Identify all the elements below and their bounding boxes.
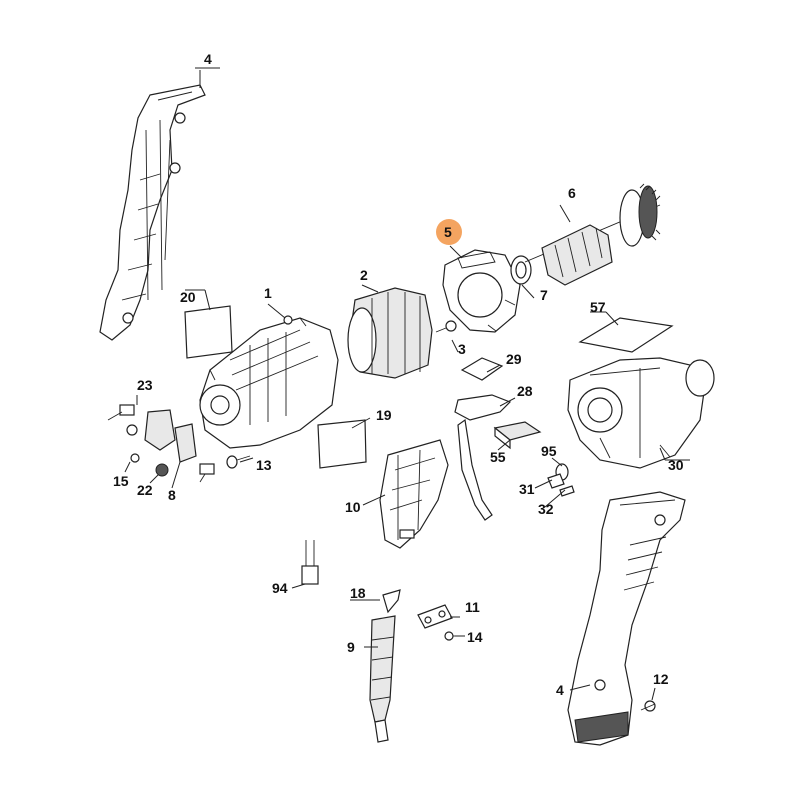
callout-15: 15 bbox=[113, 473, 129, 489]
field-stator bbox=[347, 287, 433, 379]
screw-3 bbox=[435, 320, 457, 333]
callout-95: 95 bbox=[541, 443, 557, 459]
callout-94: 94 bbox=[272, 580, 288, 596]
callout-30: 30 bbox=[668, 457, 684, 473]
callout-31: 31 bbox=[519, 481, 535, 497]
callout-4-bottom: 4 bbox=[556, 682, 564, 698]
callout-22: 22 bbox=[137, 482, 153, 498]
gear-housing-30 bbox=[567, 357, 715, 469]
callout-1: 1 bbox=[264, 285, 272, 301]
callout-11: 11 bbox=[465, 599, 480, 615]
callout-3: 3 bbox=[458, 341, 466, 357]
callout-2: 2 bbox=[360, 267, 368, 283]
callout-28: 28 bbox=[517, 383, 533, 399]
callout-10: 10 bbox=[345, 499, 361, 515]
callout-7: 7 bbox=[540, 287, 548, 303]
brush-holder-group bbox=[107, 404, 215, 483]
housing-half-top bbox=[99, 84, 206, 341]
cord-guard-18-9 bbox=[369, 589, 401, 743]
callout-19: 19 bbox=[376, 407, 392, 423]
callout-20: 20 bbox=[180, 289, 196, 305]
motor-housing bbox=[199, 315, 339, 449]
small-parts-95-31-32 bbox=[547, 463, 575, 497]
label-pad-19 bbox=[317, 419, 367, 469]
armature-6 bbox=[524, 183, 661, 286]
callout-5: 5 bbox=[444, 224, 452, 240]
callout-32: 32 bbox=[538, 501, 554, 517]
screw-13 bbox=[226, 455, 251, 469]
leader-lines bbox=[124, 67, 690, 701]
bearing-7 bbox=[510, 255, 532, 285]
handle-half-bottom bbox=[567, 491, 686, 746]
callout-57: 57 bbox=[590, 299, 606, 315]
callout-13: 13 bbox=[256, 457, 272, 473]
callout-14: 14 bbox=[467, 629, 483, 645]
callout-highlight bbox=[436, 219, 462, 245]
callout-labels: 4 1 2 3 5 6 7 20 57 29 28 55 95 31 32 30… bbox=[113, 51, 684, 698]
callout-4-top: 4 bbox=[204, 51, 212, 67]
callout-12: 12 bbox=[653, 671, 669, 687]
switch-10 bbox=[379, 439, 449, 549]
label-pad-57 bbox=[578, 317, 674, 353]
baffle-part-5 bbox=[442, 249, 521, 333]
cord-clamp-11-14 bbox=[417, 604, 463, 641]
callout-55: 55 bbox=[490, 449, 506, 465]
screw-12 bbox=[640, 700, 656, 712]
label-pad-29 bbox=[460, 357, 504, 381]
callout-6: 6 bbox=[568, 185, 576, 201]
callout-23: 23 bbox=[137, 377, 153, 393]
callout-29: 29 bbox=[506, 351, 522, 367]
callout-9: 9 bbox=[347, 639, 355, 655]
label-pad-20 bbox=[184, 305, 233, 359]
callout-18: 18 bbox=[350, 585, 366, 601]
pad-55 bbox=[493, 421, 542, 450]
callout-8: 8 bbox=[168, 487, 176, 503]
switch-lever-28 bbox=[454, 394, 512, 521]
capacitor-94 bbox=[301, 540, 319, 585]
